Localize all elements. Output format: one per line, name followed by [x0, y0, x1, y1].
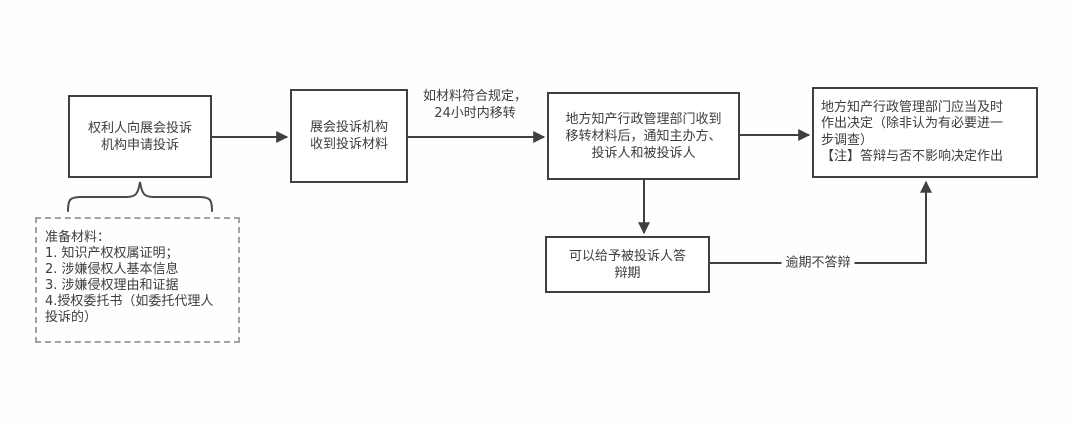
node-agency-receive: 展会投诉机构 收到投诉材料 — [290, 89, 408, 183]
node-defense-period: 可以给予被投诉人答 辩期 — [545, 236, 710, 293]
node-authority-decision-label: 地方知产行政管理部门应当及时 作出决定（除非认为有必要进一 步调查） 【注】答辩… — [821, 99, 1004, 165]
node-defense-period-label: 可以给予被投诉人答 辩期 — [568, 248, 686, 281]
node-complaint-apply-label: 权利人向展会投诉 机构申请投诉 — [87, 120, 192, 153]
arrow-defense-to-decision — [710, 180, 932, 264]
note-prepare-materials-label: 准备材料： 1. 知识产权权属证明； 2. 涉嫌侵权人基本信息 3. 涉嫌侵权理… — [45, 230, 214, 325]
node-authority-notify-label: 地方知产行政管理部门收到 移转材料后，通知主办方、 投诉人和被投诉人 — [565, 111, 722, 161]
node-agency-receive-label: 展会投诉机构 收到投诉材料 — [309, 120, 388, 152]
curly-brace — [67, 181, 213, 212]
edge-label-overdue: 逾期不答辩 — [781, 254, 855, 272]
node-authority-decision: 地方知产行政管理部门应当及时 作出决定（除非认为有必要进一 步调查） 【注】答辩… — [812, 87, 1038, 178]
node-authority-notify: 地方知产行政管理部门收到 移转材料后，通知主办方、 投诉人和被投诉人 — [547, 92, 740, 180]
node-complaint-apply: 权利人向展会投诉 机构申请投诉 — [68, 95, 212, 178]
edge-label-transfer: 如材料符合规定， 24小时内移转 — [422, 89, 527, 121]
note-prepare-materials: 准备材料： 1. 知识产权权属证明； 2. 涉嫌侵权人基本信息 3. 涉嫌侵权理… — [35, 217, 240, 343]
